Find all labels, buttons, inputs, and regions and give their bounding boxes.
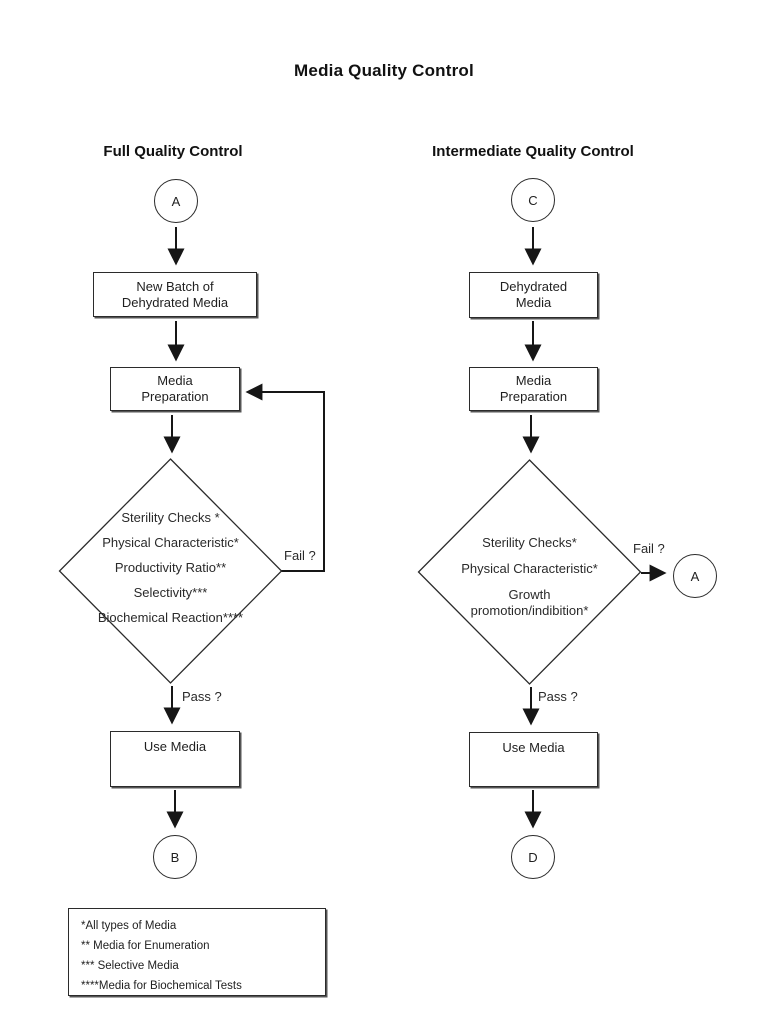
left-column-header: Full Quality Control [103, 143, 243, 160]
decision-criteria-right: Sterility Checks* Physical Characteristi… [419, 535, 640, 629]
connector-circle-d: D [511, 835, 555, 879]
connector-circle-fail-a: A [673, 554, 717, 598]
use-media-left-label: Use Media [143, 739, 207, 754]
connector-c-label: C [528, 192, 538, 208]
connector-circle-b: B [153, 835, 197, 879]
process-box-use-media-right: Use Media [469, 732, 598, 787]
dehydrated-media-label: Dehydrated Media [499, 279, 568, 310]
process-box-new-batch: New Batch of Dehydrated Media [93, 272, 257, 317]
new-batch-label: New Batch of Dehydrated Media [121, 278, 229, 310]
fail-label-left: Fail ? [284, 548, 316, 563]
page-title: Media Quality Control [294, 61, 474, 80]
media-preparation-right-label: Media Preparation [499, 373, 568, 404]
fail-label-right: Fail ? [633, 541, 665, 556]
footnote-enumeration-media: ** Media for Enumeration [81, 940, 210, 952]
criteria-growth-promotion: Growth promotion/indibition* [470, 587, 589, 618]
decision-criteria-left: Sterility Checks * Physical Characterist… [60, 510, 281, 635]
process-box-dehydrated-media: Dehydrated Media [469, 272, 598, 318]
footnote-biochemical-media: ****Media for Biochemical Tests [81, 980, 242, 992]
connector-fail-a-label: A [690, 568, 700, 584]
criteria-physical-characteristic: Physical Characteristic* [102, 535, 239, 550]
criteria-selectivity: Selectivity*** [133, 585, 208, 600]
criteria-sterility-checks-right: Sterility Checks* [482, 535, 577, 550]
connector-circle-a: A [154, 179, 198, 223]
connector-a-label: A [171, 193, 181, 209]
criteria-productivity-ratio: Productivity Ratio** [114, 560, 227, 575]
pass-label-left: Pass ? [182, 689, 222, 704]
footnote-selective-media: *** Selective Media [81, 960, 179, 972]
criteria-physical-characteristic-right: Physical Characteristic* [461, 561, 598, 576]
criteria-biochemical-reaction: Biochemical Reaction**** [97, 610, 244, 625]
media-preparation-left-label: Media Preparation [141, 373, 209, 404]
process-box-use-media-left: Use Media [110, 731, 240, 787]
connector-circle-c: C [511, 178, 555, 222]
process-box-media-preparation-left: Media Preparation [110, 367, 240, 411]
right-column-header: Intermediate Quality Control [432, 143, 634, 160]
process-box-media-preparation-right: Media Preparation [469, 367, 598, 411]
pass-label-right: Pass ? [538, 689, 578, 704]
connector-b-label: B [170, 849, 180, 865]
footnote-all-media: *All types of Media [81, 920, 177, 932]
connector-d-label: D [528, 849, 538, 865]
use-media-right-label: Use Media [502, 740, 565, 755]
criteria-sterility-checks: Sterility Checks * [121, 510, 220, 525]
footnote-legend-box: *All types of Media ** Media for Enumera… [68, 908, 326, 996]
